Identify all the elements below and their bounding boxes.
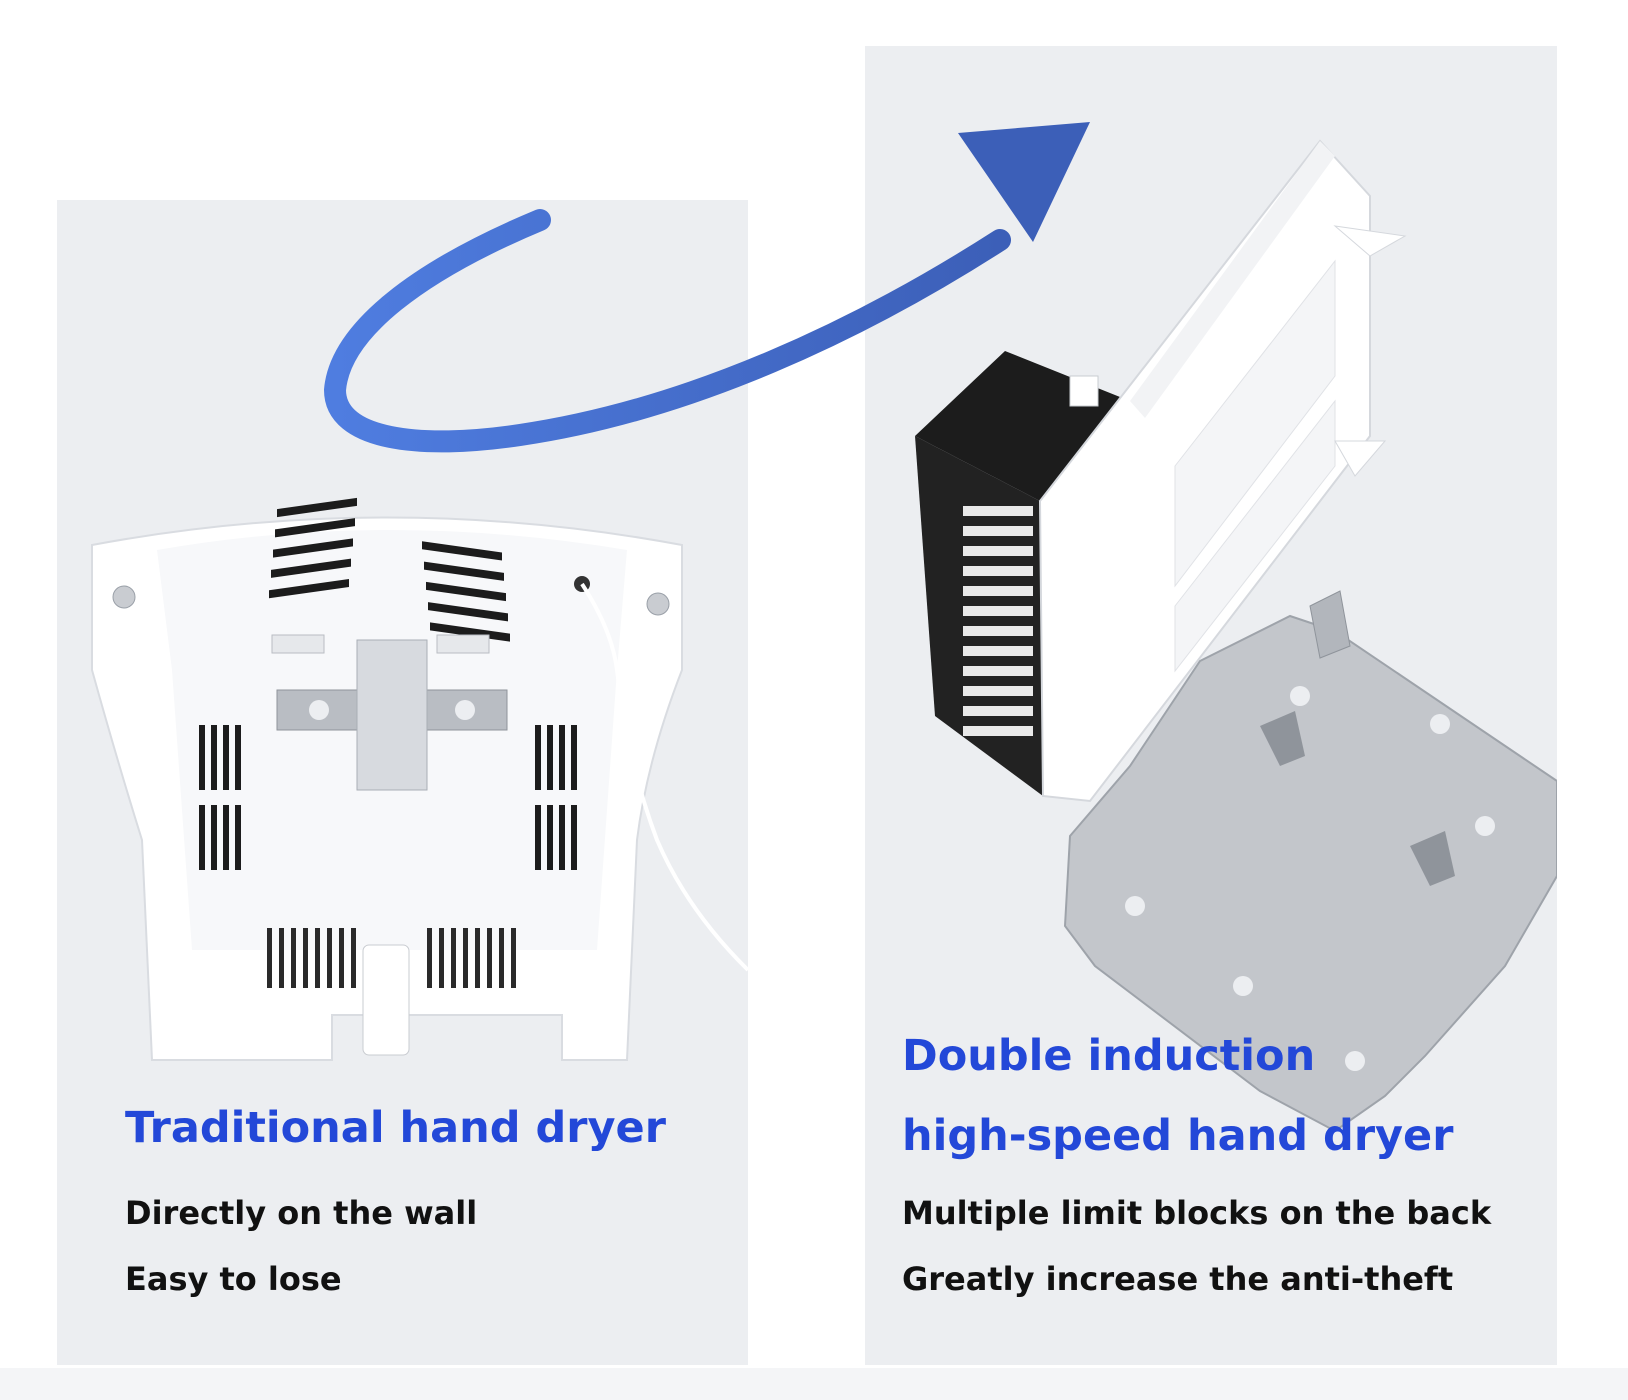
- double-induction-panel: Double induction high-speed hand dryer M…: [865, 46, 1557, 1365]
- double-induction-line-1: Multiple limit blocks on the back: [902, 1194, 1492, 1232]
- double-induction-dryer-image: [915, 139, 1557, 1133]
- traditional-title: Traditional hand dryer: [125, 1103, 666, 1153]
- traditional-line-1: Directly on the wall: [125, 1194, 478, 1232]
- traditional-panel: Traditional hand dryer Directly on the w…: [57, 200, 748, 1365]
- bottom-strip: [0, 1368, 1628, 1400]
- traditional-line-2: Easy to lose: [125, 1260, 342, 1298]
- traditional-dryer-back-image: [91, 497, 748, 1061]
- double-induction-title-line-2: high-speed hand dryer: [902, 1111, 1454, 1161]
- double-induction-title-line-1: Double induction: [902, 1031, 1316, 1081]
- double-induction-line-2: Greatly increase the anti-theft: [902, 1260, 1454, 1298]
